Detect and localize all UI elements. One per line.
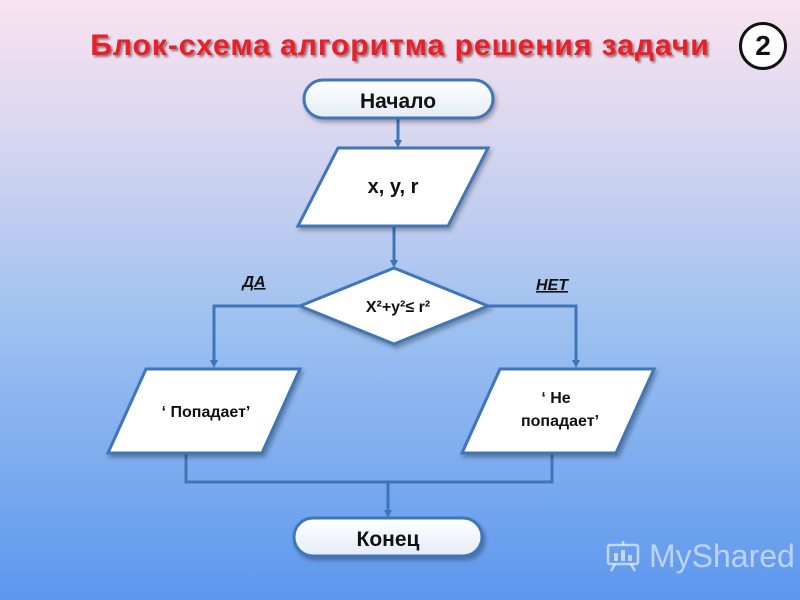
input-parallelogram — [295, 146, 491, 228]
input-label: x, y, r — [368, 176, 419, 198]
watermark: MyShared — [605, 534, 795, 578]
arrow-no-branch — [488, 304, 580, 368]
merge-connector — [184, 454, 554, 484]
condition-diamond — [295, 266, 493, 346]
end-terminal — [292, 516, 484, 558]
yes-output-label: ‘ Попадает’ — [162, 404, 251, 421]
yes-output-parallelogram — [105, 367, 303, 455]
start-label: Начало — [360, 90, 436, 113]
no-output-label-line2: попадает’ — [521, 413, 599, 430]
condition-label: X²+y²≤ r² — [366, 299, 430, 316]
presentation-icon — [606, 541, 640, 572]
end-label: Конец — [357, 528, 420, 551]
watermark-text: MyShared — [649, 537, 795, 574]
yes-branch-label: ДА — [240, 274, 265, 291]
arrow-yes-branch — [210, 304, 300, 368]
connectors — [184, 118, 580, 518]
no-output-parallelogram — [459, 367, 657, 455]
no-branch-label: НЕТ — [536, 277, 569, 294]
start-terminal — [302, 78, 495, 120]
no-output-label-line1: ‘ Не — [541, 390, 570, 407]
slide-title: Блок-схема алгоритма решения задачи — [90, 29, 710, 62]
slide-number-badge: 2 — [739, 22, 787, 70]
